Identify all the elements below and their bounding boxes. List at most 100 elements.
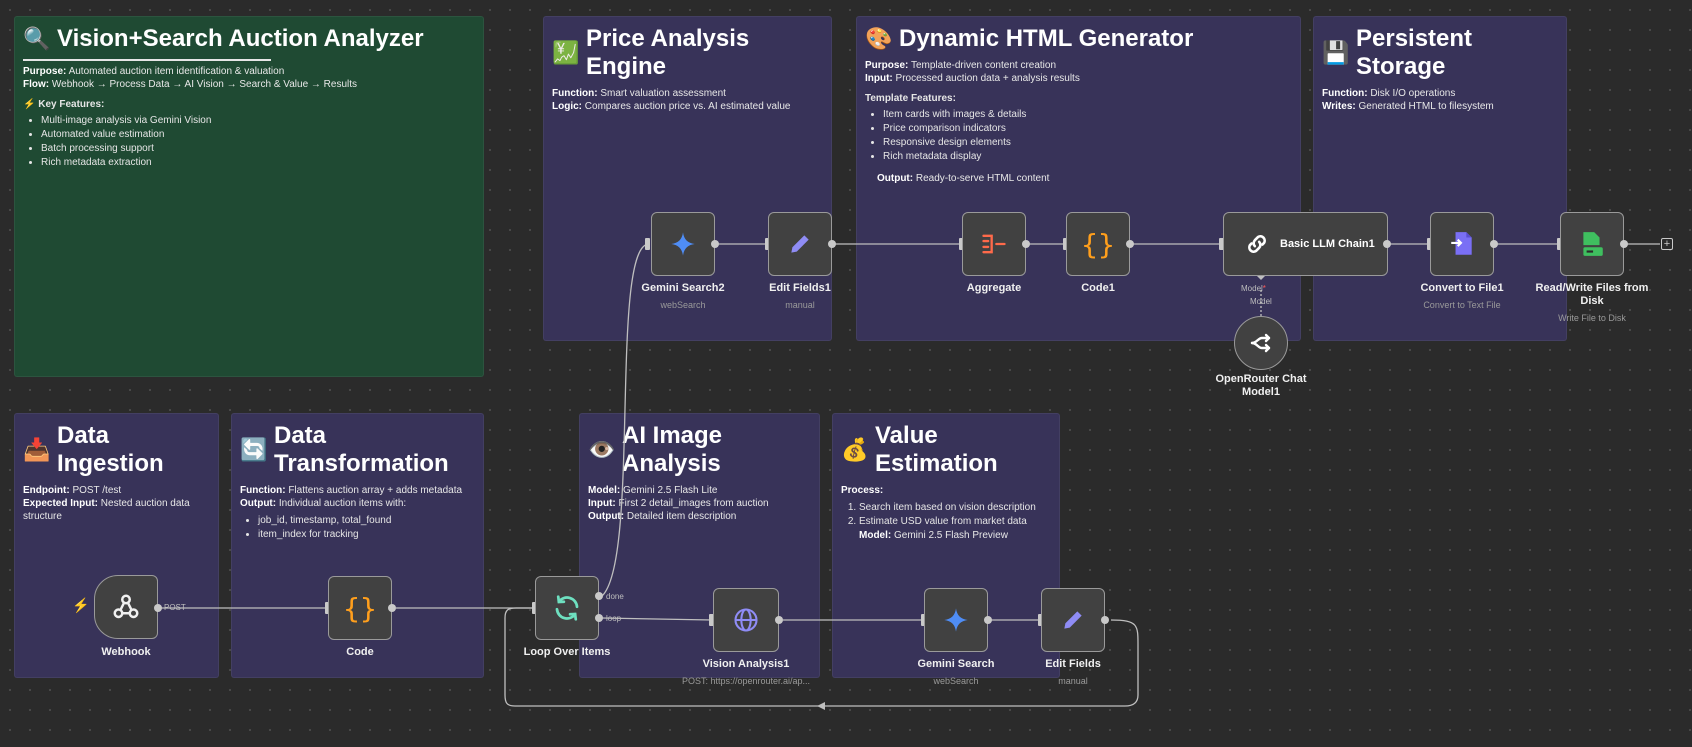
disk-file-icon [1583,232,1603,256]
sticky-title: Vision+Search Auction Analyzer [57,25,424,52]
node-edit-fields1[interactable] [768,212,832,276]
floppy-icon: 💾 [1322,40,1350,65]
palette-icon: 🎨 [865,26,893,51]
node-loop-over-items[interactable] [535,576,599,640]
pencil-icon [791,235,809,253]
output-port[interactable] [1490,240,1498,248]
node-convert-to-file[interactable] [1430,212,1494,276]
connection-done-gemini2 [601,243,649,597]
node-gemini-search[interactable] [924,588,988,652]
list-item: Automated value estimation [41,128,475,142]
connection-loop-back [504,607,1139,707]
input-port[interactable] [709,614,714,626]
port-label-post: POST [164,603,186,612]
node-gemini-search2[interactable] [651,212,715,276]
trigger-lightning-icon: ⚡ [72,597,90,613]
output-port[interactable] [388,604,396,612]
braces-icon: {} [1081,227,1115,261]
money-bag-icon: 💰 [841,437,869,462]
sticky-ai-image-analysis[interactable]: 👁️AI Image Analysis Model: Gemini 2.5 Fl… [579,413,820,678]
sparkle-icon [671,232,695,256]
list-item: Rich metadata extraction [41,156,475,170]
sticky-title: Price Analysis Engine [586,25,750,80]
node-vision-analysis[interactable] [713,588,779,652]
input-port[interactable] [1038,614,1043,626]
output-port[interactable] [828,240,836,248]
output-port[interactable] [1620,240,1628,248]
inbox-icon: 📥 [23,437,51,462]
input-port[interactable] [532,602,537,614]
output-port[interactable] [1101,616,1109,624]
input-port[interactable] [921,614,926,626]
magnifier-icon: 🔍 [23,26,51,51]
list-item: Search item based on vision description [859,501,1051,515]
sticky-title: Dynamic HTML Generator [899,25,1194,52]
back-arrow-icon [817,702,825,710]
webhook-icon [113,594,139,619]
list-item: Batch processing support [41,142,475,156]
input-port[interactable] [325,602,330,614]
refresh-icon: 🔄 [240,437,268,462]
loop-port[interactable] [595,614,603,622]
node-label: Code [346,646,374,658]
port-label-loop: loop [606,614,622,623]
output-port[interactable] [1126,240,1134,248]
done-port[interactable] [595,592,603,600]
add-node-button[interactable]: + [1661,238,1673,250]
features-heading: ⚡ Key Features: [23,99,105,110]
node-code1[interactable]: {} [1066,212,1130,276]
list-item: Estimate USD value from market data [859,515,1051,529]
list-item: job_id, timestamp, total_found [258,514,475,528]
node-label: Webhook [101,646,151,658]
list-item: Item cards with images & details [883,108,1292,122]
node-edit-fields[interactable] [1041,588,1105,652]
node-code[interactable]: {} [328,576,392,640]
link-icon [1248,235,1266,253]
sparkle-icon [944,608,968,632]
loop-icon [555,595,579,621]
port-label-done: done [606,592,624,601]
node-aggregate[interactable] [962,212,1026,276]
node-basic-llm-chain[interactable]: Basic LLM Chain1 [1223,212,1388,276]
output-port[interactable] [154,604,162,612]
sticky-price-analysis[interactable]: 💹Price Analysis Engine Function: Smart v… [543,16,832,341]
braces-icon: {} [343,591,377,625]
node-openrouter-chat-model[interactable] [1234,316,1288,370]
features-list: Multi-image analysis via Gemini Vision A… [23,114,475,170]
output-port[interactable] [1383,240,1391,248]
sticky-persistent-storage[interactable]: 💾Persistent Storage Function: Disk I/O o… [1313,16,1567,341]
input-port[interactable] [959,238,964,250]
input-port[interactable] [1063,238,1068,250]
aggregate-icon [982,234,1006,254]
openrouter-icon [1250,333,1271,353]
connection-loop-vision [601,617,713,621]
sticky-vision-search[interactable]: 🔍Vision+Search Auction Analyzer Purpose:… [14,16,484,377]
list-item: Price comparison indicators [883,122,1292,136]
output-port[interactable] [711,240,719,248]
chart-icon: 💹 [552,40,580,65]
list-item: Rich metadata display [883,150,1292,164]
sticky-title: Data Ingestion [57,422,164,477]
port-label-model-lower: Model [1250,297,1272,306]
output-port[interactable] [775,616,783,624]
input-port[interactable] [1219,238,1224,250]
input-port[interactable] [1557,238,1562,250]
list-item: Responsive design elements [883,136,1292,150]
node-label: Code1 [1081,282,1115,294]
node-webhook[interactable] [94,575,158,639]
node-read-write-files[interactable] [1560,212,1624,276]
file-convert-icon [1451,232,1472,255]
input-port[interactable] [645,238,650,250]
input-port[interactable] [765,238,770,250]
input-port[interactable] [1427,238,1432,250]
sticky-title: AI Image Analysis [622,422,723,477]
output-port[interactable] [984,616,992,624]
output-port[interactable] [1022,240,1030,248]
node-label: Basic LLM Chain1 [1280,238,1375,250]
sticky-html-generator[interactable]: 🎨Dynamic HTML Generator Purpose: Templat… [856,16,1301,341]
